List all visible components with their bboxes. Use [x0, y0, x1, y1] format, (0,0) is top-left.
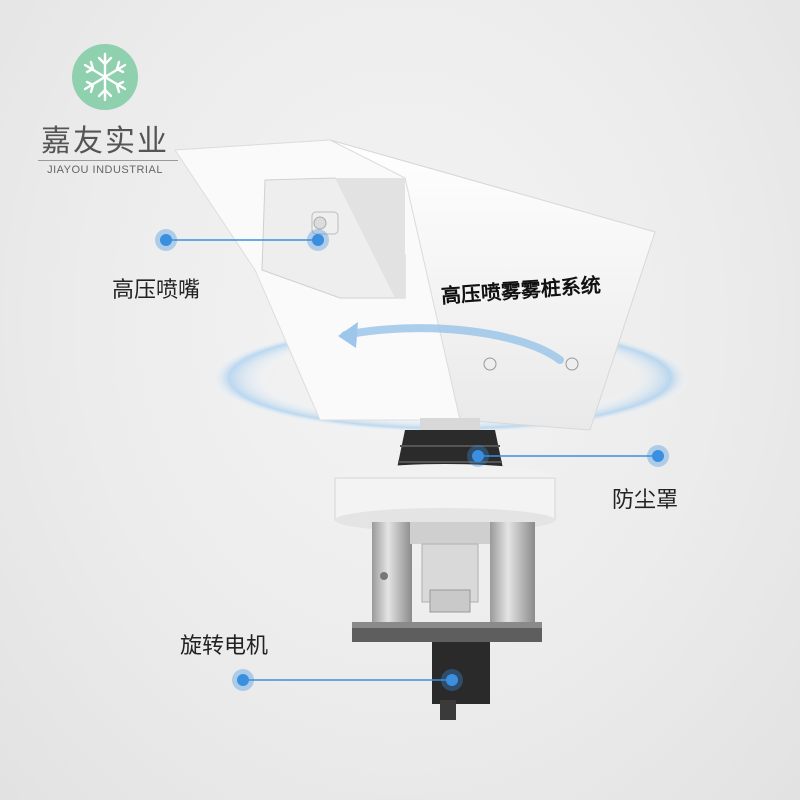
callout-nozzle-label: 高压喷嘴: [112, 278, 201, 303]
snowflake-icon: [72, 44, 138, 110]
brand-name-cn: 嘉友实业: [41, 124, 169, 159]
rotation-arrow: [341, 324, 564, 364]
callout-motor-label: 旋转电机: [180, 634, 269, 659]
nozzle: [311, 211, 339, 235]
brand-name-en: JIAYOU INDUSTRIAL: [47, 164, 163, 176]
brand-logo: 嘉友实业 JIAYOU INDUSTRIAL: [30, 40, 180, 180]
rotary-motor: [432, 642, 490, 720]
callout-dust-cover-label: 防尘罩: [612, 488, 679, 513]
brand-divider: [38, 160, 178, 161]
